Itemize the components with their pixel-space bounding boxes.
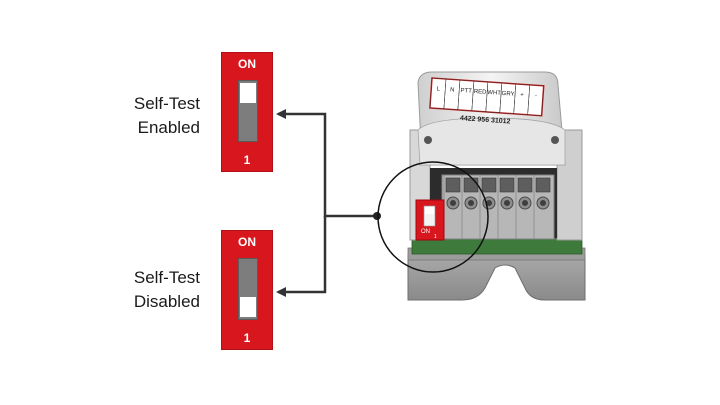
dip-knob-on [240, 83, 256, 103]
terminal-screw-hole [504, 200, 510, 206]
terminal-label-text: WHT [487, 90, 501, 97]
terminal-label-cell [527, 84, 544, 117]
self-test-enabled-label: Self-Test Enabled [134, 92, 200, 140]
terminal-label-text: L [436, 86, 440, 92]
arrow-to-disabled [276, 216, 327, 297]
terminal-wire-slot [481, 177, 497, 193]
terminal-screw-hole [522, 200, 528, 206]
terminal-screw-hole [450, 200, 456, 206]
dip-slot [238, 80, 258, 142]
device-dip-num-text: 1 [434, 234, 437, 240]
terminal-wire-slot [499, 177, 515, 193]
terminal-label-text: PTT [460, 88, 472, 95]
terminal-screw-hole [486, 200, 492, 206]
dip-on-text: ON [238, 235, 256, 249]
dip-knob-off [240, 297, 256, 317]
connector-lines [276, 109, 381, 297]
terminal-wire-slot [517, 177, 533, 193]
part-number-text: 4422 956 31012 [460, 115, 511, 126]
device-dip-switch: ON 1 [415, 199, 445, 241]
terminal-block [441, 174, 555, 240]
enabled-label-line1: Self-Test [133, 94, 200, 113]
self-test-disabled-label: Self-Test Disabled [134, 266, 200, 314]
dip-switch-disabled: ON 1 [221, 230, 273, 350]
terminal-screw-hole [468, 200, 474, 206]
terminal-wire-slot [463, 177, 479, 193]
device-dip-on-text: ON [421, 229, 430, 235]
disabled-label-line2: Disabled [133, 292, 200, 311]
dip-slot [238, 258, 258, 320]
terminal-wire-slot [445, 177, 461, 193]
dip-number-text: 1 [243, 331, 251, 345]
magnifier-circle [377, 161, 489, 273]
terminal-label-text: RED [474, 89, 488, 96]
terminal-label-text: + [520, 92, 524, 98]
disabled-label-line1: Self-Test [133, 268, 200, 287]
arrow-to-enabled [276, 109, 376, 218]
terminal-label-text: GRY [501, 91, 514, 98]
enabled-label-line2: Enabled [137, 118, 200, 137]
metal-base [407, 247, 586, 301]
dip-number-text: 1 [243, 153, 251, 167]
dip-on-text: ON [238, 57, 256, 71]
junction-dot [373, 212, 381, 220]
terminal-label-text: - [535, 93, 537, 99]
terminal-wire-slot [535, 177, 551, 193]
dip-switch-enabled: ON 1 [221, 52, 273, 172]
terminal-screw-hole [540, 200, 546, 206]
terminal-label-text: N [450, 87, 455, 93]
